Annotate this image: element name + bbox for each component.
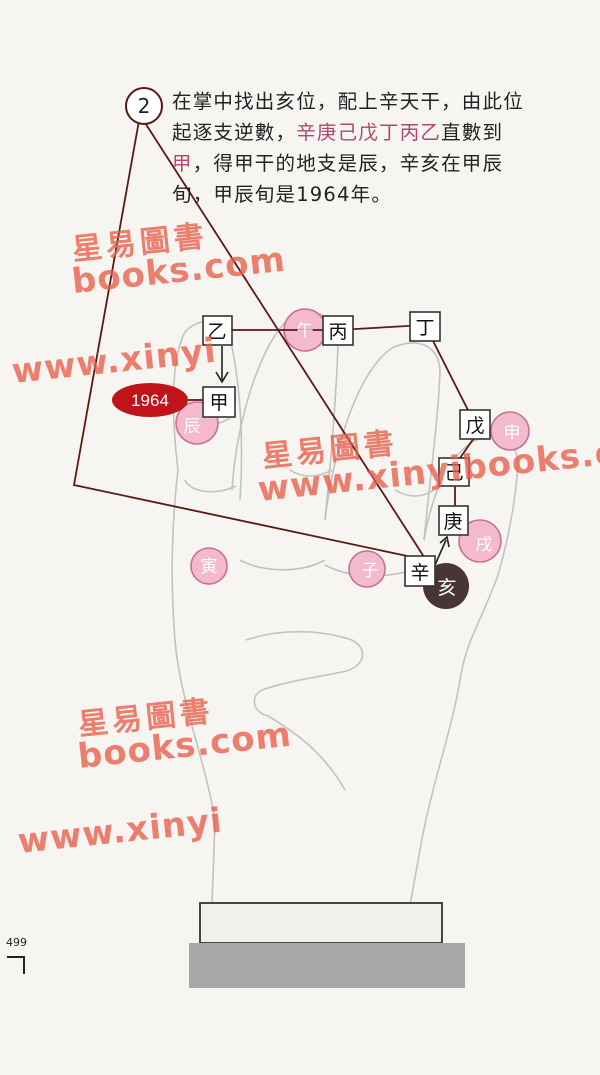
year-badge-text: 1964 (131, 391, 169, 410)
para-line-4: 旬，甲辰旬是1964年。 (172, 183, 393, 206)
box-bing (322, 315, 354, 346)
stem-geng: 庚 (443, 511, 462, 533)
stem-jia: 甲 (209, 392, 228, 414)
page-number: 499 (6, 936, 27, 949)
step-number: 2 (125, 87, 163, 125)
sleeve (189, 943, 465, 988)
box-xin (404, 555, 436, 587)
branch-zi: 子 (362, 561, 379, 581)
stem-jia-highlight: 甲 (172, 152, 193, 175)
shirt-cuff (199, 902, 443, 944)
para-line-3: 甲，得甲干的地支是辰，辛亥在甲辰 (172, 152, 504, 175)
stem-bing: 丙 (328, 321, 347, 343)
stem-yi: 乙 (207, 321, 226, 343)
branch-wu: 午 (297, 321, 314, 341)
palm-left (171, 469, 216, 906)
para-line-1: 在掌中找出亥位，配上辛天干，由此位 (172, 90, 524, 113)
stem-sequence: 辛庚己戊丁丙乙 (296, 121, 442, 144)
branch-xu: 戌 (476, 535, 493, 555)
box-jia (202, 386, 236, 418)
branch-yin: 寅 (201, 557, 218, 577)
branch-chen: 辰 (184, 417, 201, 437)
instruction-paragraph: 在掌中找出亥位，配上辛天干，由此位 起逐支逆數，辛庚己戊丁丙乙直數到 甲，得甲干… (172, 86, 572, 210)
box-ding (409, 311, 441, 342)
arrow-xin-to-geng (434, 539, 447, 566)
page-corner-mark (7, 956, 25, 974)
year-badge (112, 383, 188, 417)
branch-shen: 申 (504, 423, 521, 443)
ring-finger (324, 342, 441, 541)
stem-ji: 己 (444, 462, 463, 484)
circle-yin (190, 547, 228, 585)
box-yi (202, 315, 233, 346)
circle-shen (490, 411, 530, 451)
box-wu-stem (459, 409, 491, 440)
circle-zi (348, 550, 386, 588)
para-line-2: 起逐支逆數，辛庚己戊丁丙乙直數到 (172, 121, 504, 144)
stem-path-top (217, 324, 475, 423)
pointer-line (72, 112, 427, 561)
hand-outline (171, 312, 519, 931)
stem-wu: 戊 (465, 415, 484, 437)
stem-xin: 辛 (410, 562, 429, 584)
box-ji (438, 457, 470, 487)
branch-hai: 亥 (437, 577, 456, 599)
thumb (245, 630, 364, 717)
circle-xu (458, 519, 502, 563)
palm-right (409, 574, 499, 906)
box-geng (438, 505, 469, 536)
stem-ding: 丁 (415, 317, 434, 339)
